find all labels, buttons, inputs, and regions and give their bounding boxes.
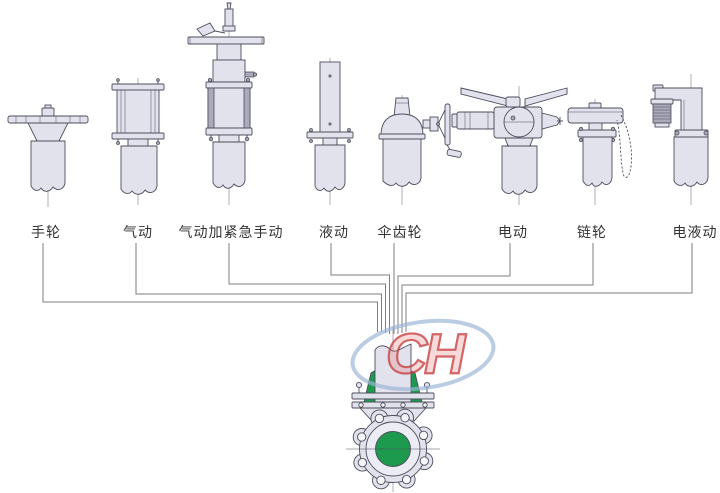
connector-electro-hydraulic: [405, 243, 693, 332]
watermark-logo: CH: [350, 318, 496, 392]
watermark-text: CH: [386, 322, 467, 386]
label-chain-wheel: 链轮: [577, 224, 607, 240]
actuator-bevel-gear-figure: [378, 95, 462, 205]
connector-chain-wheel: [401, 243, 594, 333]
label-pneumatic: 气动: [123, 224, 153, 240]
actuator-electro-hydraulic-figure: [650, 74, 709, 205]
connector-electric: [397, 243, 511, 334]
actuator-chain-wheel-figure: [567, 99, 632, 205]
actuator-pneumatic-figure: [111, 78, 165, 205]
connector-pneumatic: [135, 243, 382, 332]
actuator-handwheel-figure: [7, 104, 89, 207]
actuator-hydraulic-figure: [306, 58, 354, 205]
label-electric: 电动: [498, 224, 528, 240]
connector-pneumatic-emergency: [228, 243, 386, 333]
knife-gate-valve-figure: [346, 326, 440, 492]
connector-hydraulic: [330, 243, 390, 334]
label-pneumatic-emergency-manual: 气动加紧急手动: [179, 224, 284, 240]
label-hydraulic: 液动: [319, 224, 349, 240]
actuator-electric-figure: [451, 86, 568, 205]
label-handwheel: 手轮: [31, 224, 61, 240]
connector-handwheel: [42, 243, 378, 332]
connector-lines: [42, 243, 693, 334]
label-electro-hydraulic: 电液动: [673, 224, 718, 240]
label-bevel-gear: 伞齿轮: [378, 224, 423, 240]
valve-bolt-holes: [357, 413, 429, 485]
actuator-pneumatic-emergency-manual-figure: [187, 2, 265, 205]
actuator-labels: 手轮 气动 气动加紧急手动 液动 伞齿轮 电动 链轮 电液动: [31, 224, 718, 240]
watermark-swoosh-icon: [350, 318, 496, 392]
